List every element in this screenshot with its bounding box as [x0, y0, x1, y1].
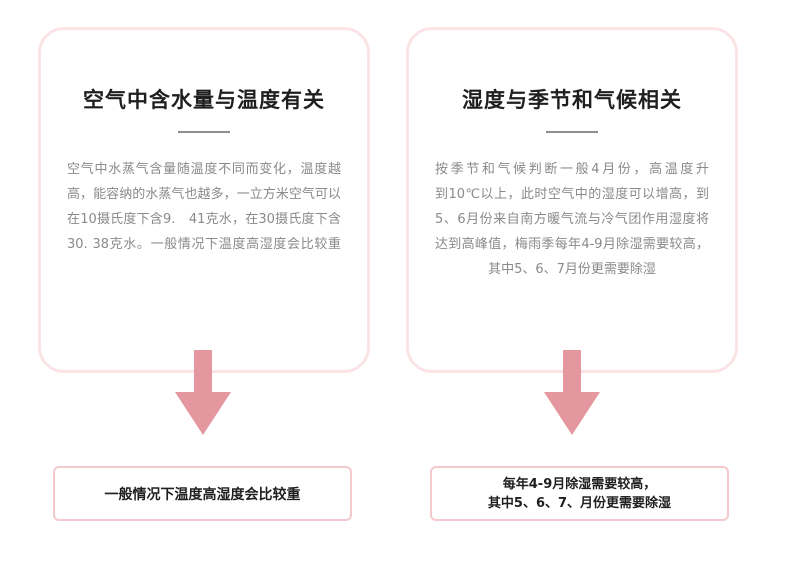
body-line: 按季节和气候判断一般4月份，高温度升 — [435, 162, 709, 177]
body-line: 5、6月份来自南方暖气流与冷气团作用湿度将 — [435, 212, 709, 227]
body-line: 空气中水蒸气含量随温度不同而变化，温度越 — [67, 162, 341, 177]
season-conclusion-box: 每年4-9月除湿需要较高， 其中5、6、7、月份更需要除湿 — [430, 466, 729, 521]
conclusion-text: 一般情况下温度高湿度会比较重 — [104, 486, 301, 503]
title-divider — [178, 131, 230, 133]
card-title: 湿度与季节和气候相关 — [462, 88, 682, 112]
down-arrow-icon — [175, 350, 231, 435]
body-line: 到10℃以上，此时空气中的湿度可以增高，到 — [435, 187, 709, 202]
body-line: 高，能容纳的水蒸气也越多，一立方米空气可以 — [67, 187, 341, 202]
conclusion-line: 其中5、6、7、月份更需要除湿 — [487, 495, 672, 511]
body-line: 其中5、6、7月份更需要除湿 — [488, 262, 656, 277]
title-divider — [546, 131, 598, 133]
body-line: 30. 38克水。一般情况下温度高湿度会比较重 — [67, 237, 341, 252]
conclusion-line: 每年4-9月除湿需要较高， — [502, 476, 657, 492]
body-line: 达到高峰值，梅雨季每年4-9月除湿需要较高， — [435, 237, 709, 252]
humidity-temperature-card: 空气中含水量与温度有关 空气中水蒸气含量随温度不同而变化，温度越 高，能容纳的水… — [38, 27, 370, 373]
card-body-text: 按季节和气候判断一般4月份，高温度升 到10℃以上，此时空气中的湿度可以增高，到… — [435, 157, 709, 282]
down-arrow-icon — [544, 350, 600, 435]
temperature-conclusion-box: 一般情况下温度高湿度会比较重 — [53, 466, 352, 521]
humidity-season-card: 湿度与季节和气候相关 按季节和气候判断一般4月份，高温度升 到10℃以上，此时空… — [406, 27, 738, 373]
card-title: 空气中含水量与温度有关 — [83, 88, 325, 112]
body-line: 在10摄氏度下含9. 41克水，在30摄氏度下含 — [67, 212, 341, 227]
card-body-text: 空气中水蒸气含量随温度不同而变化，温度越 高，能容纳的水蒸气也越多，一立方米空气… — [67, 157, 341, 257]
